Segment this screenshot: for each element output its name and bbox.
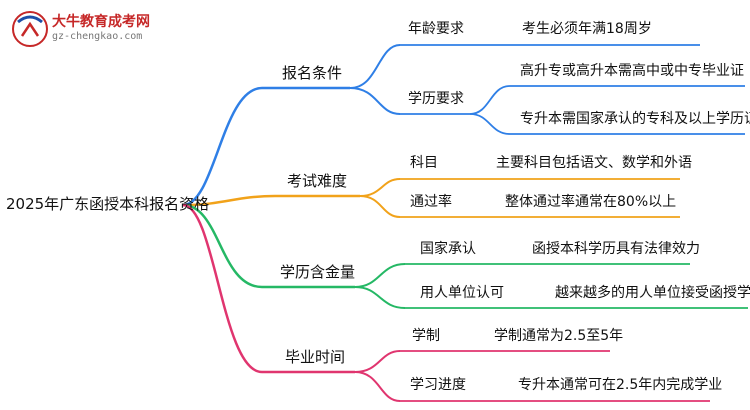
leaf-education-1: 高升专或高升本需高中或中专毕业证 [520, 63, 744, 79]
logo-emblem-icon [12, 11, 48, 47]
node-subjects: 科目 [410, 155, 438, 171]
connector-b4-c1 [354, 350, 401, 373]
connector-b3-c2 [354, 286, 406, 309]
node-employer-recognition: 用人单位认可 [420, 285, 504, 301]
branch-degree-value: 学历含金量 [280, 263, 356, 281]
leaf-duration: 学制通常为2.5至5年 [494, 328, 624, 344]
connector-root-branch4 [182, 203, 263, 374]
logo-badge [10, 8, 50, 48]
connector-b1-c2 [349, 87, 401, 115]
logo-title: 大牛教育成考网 [52, 14, 150, 30]
leaf-study-progress: 专升本通常可在2.5年内完成学业 [518, 377, 723, 393]
connector-b1-c2-leaf1 [469, 85, 511, 115]
root-topic: 2025年广东函授本科报名资格 [6, 195, 210, 213]
connector-b1-c2-leaf2 [469, 113, 511, 135]
connector-b3-c1 [354, 263, 406, 288]
leaf-national-recognition: 函授本科学历具有法律效力 [532, 241, 700, 257]
logo-url: gz-chengkao.com [52, 31, 143, 42]
connector-root-branch3 [182, 203, 263, 289]
node-pass-rate: 通过率 [410, 194, 452, 210]
node-study-progress: 学习进度 [410, 377, 466, 393]
node-duration: 学制 [412, 328, 440, 344]
site-logo[interactable]: 大牛教育成考网 gz-chengkao.com [6, 6, 176, 50]
leaf-education-2: 专升本需国家承认的专科及以上学历证 [520, 111, 750, 127]
connector-b2-c2 [359, 195, 401, 218]
connector-b1-c1 [349, 44, 401, 89]
leaf-age: 考生必须年满18周岁 [522, 21, 652, 37]
branch-exam-difficulty: 考试难度 [287, 172, 348, 190]
leaf-subjects: 主要科目包括语文、数学和外语 [496, 155, 692, 171]
node-education-requirement: 学历要求 [408, 91, 464, 107]
node-age-requirement: 年龄要求 [408, 21, 464, 37]
leaf-pass-rate: 整体通过率通常在80%以上 [505, 194, 677, 210]
leaf-employer-recognition: 越来越多的用人单位接受函授学历 [555, 285, 750, 301]
connector-b2-c1 [359, 178, 401, 197]
branch-registration: 报名条件 [282, 64, 343, 82]
connector-root-branch2 [182, 194, 276, 207]
branch-graduation-time: 毕业时间 [285, 348, 346, 366]
node-national-recognition: 国家承认 [420, 241, 476, 257]
connector-b4-c2 [354, 371, 401, 402]
connector-root-branch1 [182, 86, 263, 207]
